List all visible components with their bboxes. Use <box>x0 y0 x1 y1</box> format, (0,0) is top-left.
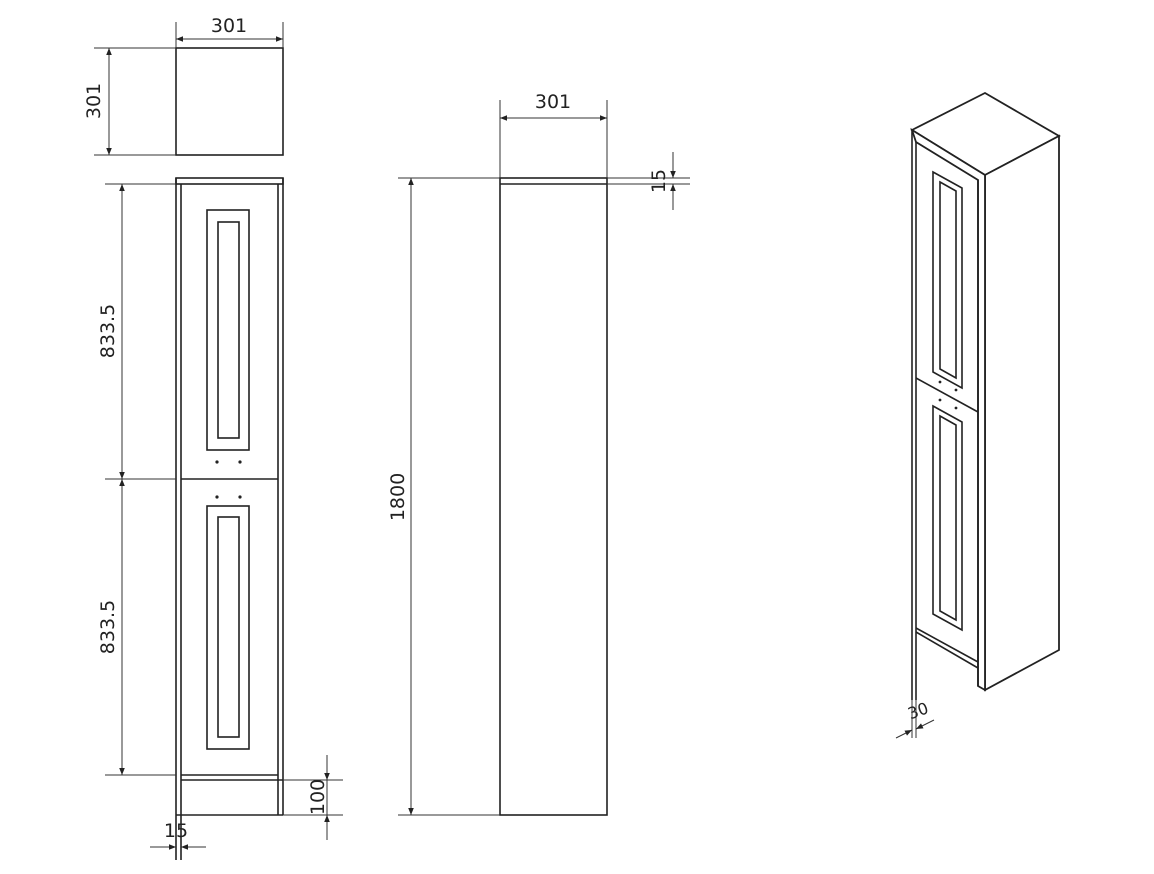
isometric-view: 30 <box>895 91 1061 739</box>
top-depth-label: 301 <box>83 83 105 119</box>
upper-door-panel <box>206 209 250 451</box>
side-view: 301 1800 15 <box>387 91 690 816</box>
height-label: 1800 <box>387 473 409 521</box>
upper-door-knob <box>215 460 219 464</box>
iso-door-split <box>915 377 979 413</box>
top-width-label: 301 <box>211 15 247 37</box>
side-view-outline <box>499 177 608 816</box>
top-thickness-label: 15 <box>648 169 670 193</box>
lower-door-label: 833.5 <box>97 600 119 654</box>
side-thickness-label: 15 <box>164 820 188 842</box>
iso-side <box>984 134 1060 692</box>
plinth-label: 100 <box>307 779 329 815</box>
recess-label: 30 <box>905 698 931 723</box>
front-view: 833.5 833.5 100 15 <box>97 177 343 860</box>
top-view-outline <box>175 47 284 156</box>
top-view: 301 301 <box>83 15 284 156</box>
upper-door-label: 833.5 <box>97 304 119 358</box>
recess-dimension <box>915 719 935 730</box>
lower-door-knob <box>215 495 219 499</box>
side-depth-label: 301 <box>535 91 571 113</box>
lower-door-panel <box>206 505 250 750</box>
